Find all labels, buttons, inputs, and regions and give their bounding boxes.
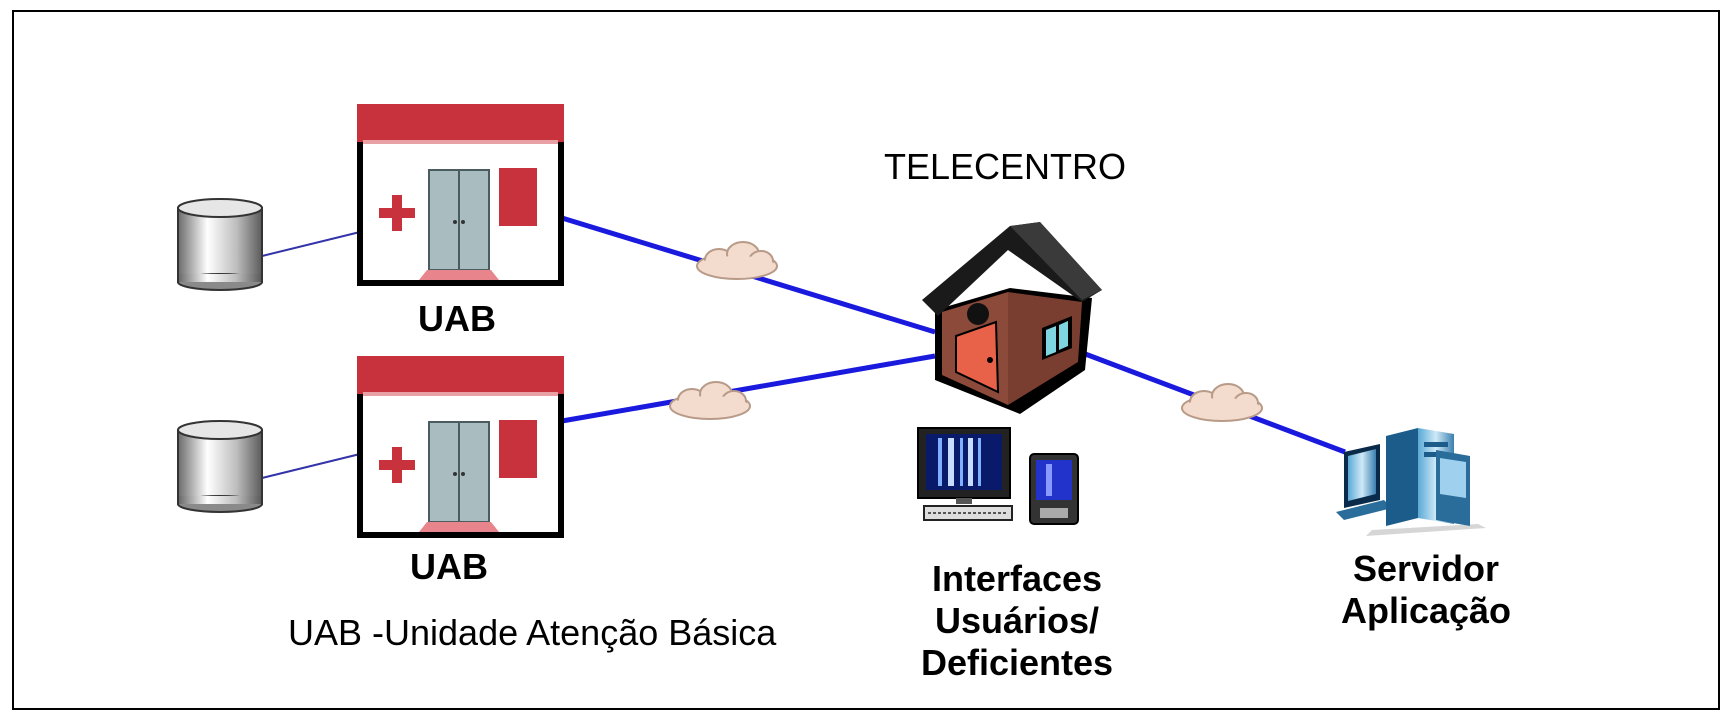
clinic-icon xyxy=(357,356,564,538)
clinic-icon xyxy=(357,104,564,286)
uab-legend-label: UAB -Unidade Atenção Básica xyxy=(288,612,777,653)
interfaces-line2: Usuários/ xyxy=(934,600,1100,641)
database-icon xyxy=(177,198,263,291)
uab-bottom-label: UAB xyxy=(410,546,488,587)
house-icon xyxy=(922,222,1102,414)
server-icon xyxy=(1336,428,1486,536)
db-link-bottom xyxy=(261,453,361,479)
link-uab-bottom-telecentro xyxy=(561,353,936,424)
telecentro-label: TELECENTRO xyxy=(884,146,1127,187)
pda-icon xyxy=(1029,453,1079,525)
cloud-icon xyxy=(669,381,751,420)
uab-top-label: UAB xyxy=(418,298,496,339)
servidor-label: Servidor Aplicação xyxy=(1316,548,1536,632)
interfaces-line1: Interfaces xyxy=(931,558,1103,599)
database-icon xyxy=(177,420,263,513)
servidor-line1: Servidor xyxy=(1352,548,1500,589)
diagram-frame xyxy=(12,10,1720,710)
cloud-icon xyxy=(1181,383,1263,422)
servidor-line2: Aplicação xyxy=(1340,590,1512,631)
cloud-icon xyxy=(696,241,778,280)
interfaces-label: Interfaces Usuários/ Deficientes xyxy=(902,558,1132,684)
computer-icon xyxy=(917,427,1013,521)
interfaces-line3: Deficientes xyxy=(920,642,1114,683)
db-link-top xyxy=(261,231,361,257)
